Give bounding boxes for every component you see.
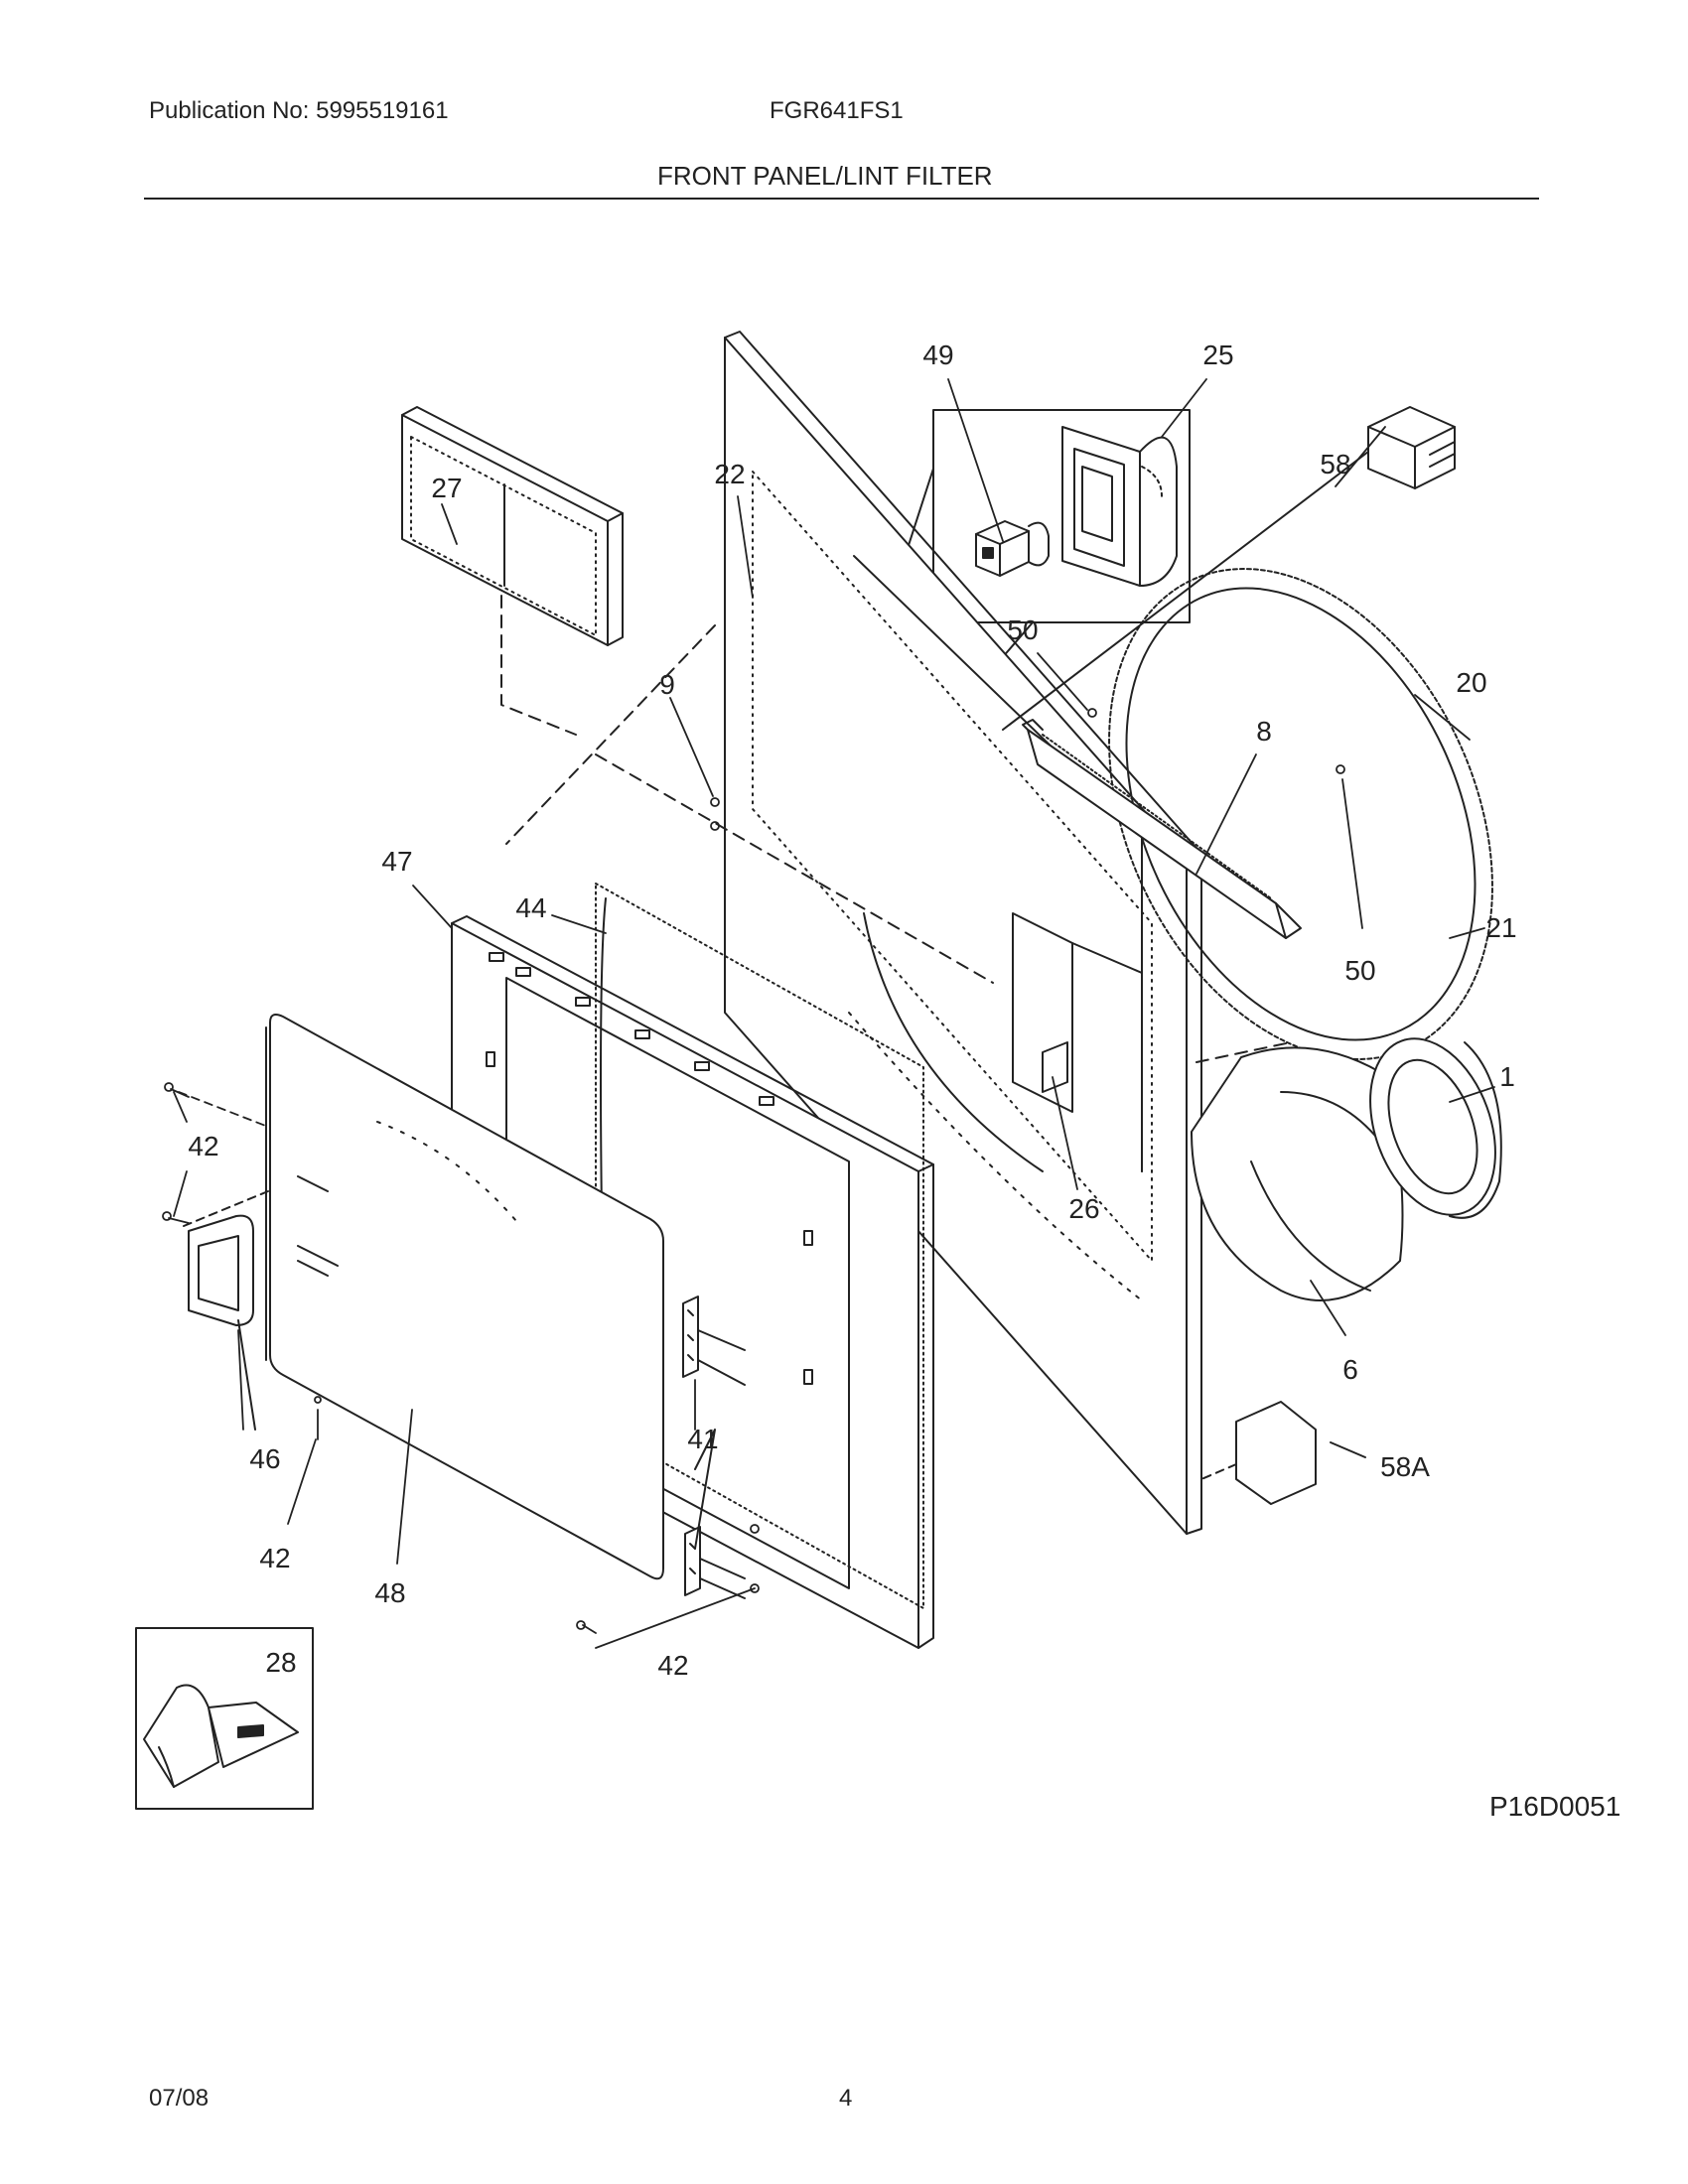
- callout-22: 22: [714, 459, 746, 489]
- part-27-lint-filter: [401, 406, 716, 845]
- callout-50-bottom: 50: [1344, 955, 1376, 986]
- callout-6: 6: [1342, 1354, 1358, 1385]
- callout-48: 48: [374, 1577, 406, 1608]
- callout-44: 44: [515, 892, 547, 923]
- part-25-housing: [1061, 426, 1178, 587]
- section-title: FRONT PANEL/LINT FILTER: [657, 161, 993, 191]
- part-58-thermostat: [1002, 406, 1456, 731]
- callout-58: 58: [1320, 449, 1351, 479]
- part-49-switch: [975, 520, 1050, 577]
- part-41-hinges: [682, 1296, 746, 1599]
- callout-9: 9: [659, 669, 675, 700]
- callout-8: 8: [1256, 716, 1272, 747]
- callout-41: 41: [687, 1424, 719, 1454]
- callout-26: 26: [1068, 1193, 1100, 1224]
- callout-1: 1: [1499, 1061, 1515, 1092]
- callout-49: 49: [922, 340, 954, 370]
- callout-58a: 58A: [1380, 1451, 1430, 1482]
- screws: [162, 708, 1345, 1634]
- part-1-seal: [1369, 1037, 1502, 1219]
- part-46-handle: [183, 1190, 269, 1431]
- inner-duct: [595, 753, 1292, 1172]
- callout-20: 20: [1456, 667, 1487, 698]
- leader-lines: [173, 378, 1495, 1649]
- inset-box-28: [135, 1627, 314, 1810]
- publication-number: Publication No: 5995519161: [149, 97, 449, 124]
- callout-46: 46: [249, 1443, 281, 1474]
- callout-42-bottom-left: 42: [259, 1543, 291, 1573]
- footer-page-number: 4: [839, 2085, 853, 2112]
- callout-47: 47: [381, 846, 413, 877]
- callout-50-top: 50: [1007, 614, 1039, 645]
- part-6-blower-housing: [1191, 1046, 1404, 1301]
- callout-27: 27: [431, 473, 463, 503]
- part-8-duct: [1022, 719, 1302, 939]
- model-number: FGR641FS1: [770, 97, 904, 124]
- callout-28: 28: [265, 1647, 297, 1678]
- diagram-code: P16D0051: [1489, 1791, 1621, 1822]
- callout-42-left: 42: [188, 1131, 219, 1161]
- footer-date: 07/08: [149, 2085, 210, 2112]
- part-58a-pad: [1200, 1401, 1366, 1505]
- part-48-outer-door: [265, 1014, 664, 1580]
- header-rule: [144, 198, 1539, 200]
- callout-42-bottom: 42: [657, 1650, 689, 1681]
- callout-25: 25: [1202, 340, 1234, 370]
- callout-21: 21: [1485, 912, 1517, 943]
